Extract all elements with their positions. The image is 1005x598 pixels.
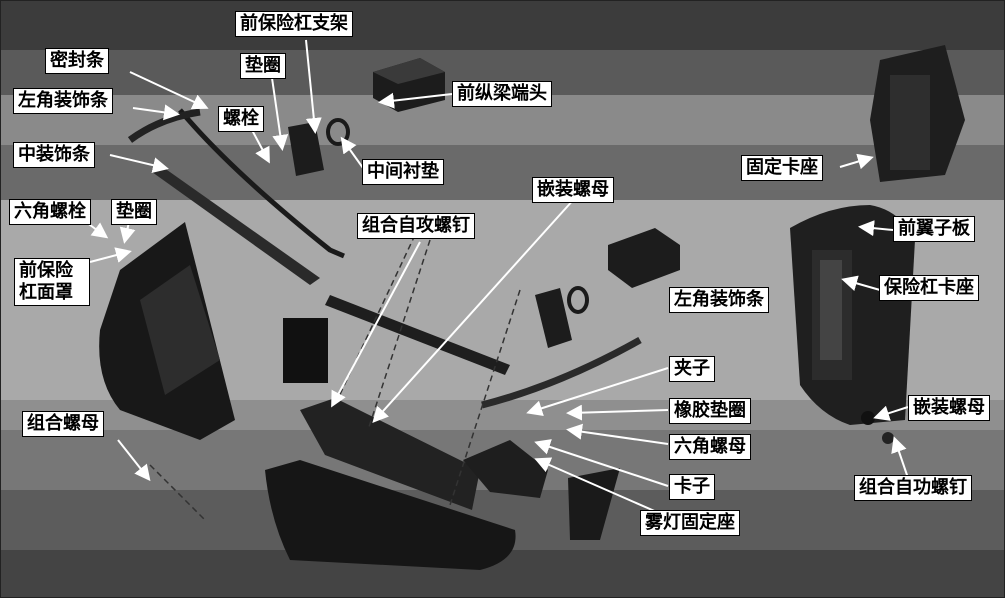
front-rail-end-part — [373, 58, 445, 112]
leader-lines — [85, 39, 909, 521]
label-front-bumper-cover: 前保险 杠面罩 — [14, 258, 90, 306]
front-fender-panel-part — [790, 205, 915, 425]
label-snap: 卡子 — [669, 474, 715, 500]
bg-band — [0, 0, 1005, 50]
label-fog-lamp-holder: 雾灯固定座 — [640, 510, 740, 536]
label-middle-pad: 中间衬垫 — [362, 159, 444, 185]
label-front-bumper-cover-line2: 杠面罩 — [19, 282, 73, 303]
label-left-corner-trim-top: 左角装饰条 — [13, 88, 113, 114]
label-clip: 夹子 — [669, 356, 715, 382]
combo-screw-part — [882, 432, 894, 444]
front-bumper-bracket-part — [288, 122, 324, 176]
label-insert-nut-right: 嵌装螺母 — [908, 395, 990, 421]
fixing-seat-part — [870, 45, 965, 182]
small-box-part — [608, 228, 680, 288]
fog-lamp-holder-part — [463, 440, 548, 498]
middle-pad-part — [326, 118, 350, 146]
label-seal-strip: 密封条 — [45, 48, 109, 74]
label-combo-tapping-screw: 组合自攻螺钉 — [357, 213, 475, 239]
front-bumper-cover-part — [99, 222, 235, 440]
label-left-corner-trim-right: 左角装饰条 — [669, 287, 769, 313]
label-hex-nut: 六角螺母 — [669, 434, 751, 460]
label-fixing-seat: 固定卡座 — [741, 155, 823, 181]
cover-piece-part — [568, 468, 620, 540]
label-front-rail-end: 前纵梁端头 — [452, 81, 552, 107]
label-combo-nut: 组合螺母 — [22, 411, 104, 437]
label-hex-bolt: 六角螺栓 — [9, 199, 91, 225]
bumper-reinforcement-part — [300, 398, 480, 510]
mid-bracket-part — [535, 288, 572, 348]
label-insert-nut-top: 嵌装螺母 — [532, 177, 614, 203]
middle-trim-part — [152, 165, 320, 285]
seal-strip-part — [178, 108, 345, 259]
label-rubber-washer: 橡胶垫圈 — [669, 398, 751, 424]
left-corner-trim-part — [127, 108, 201, 143]
assembly-lines — [149, 234, 521, 521]
label-front-bumper-bracket: 前保险杠支架 — [235, 11, 353, 37]
label-front-bumper-cover-line1: 前保险 — [19, 260, 73, 281]
label-washer-top: 垫圈 — [240, 53, 286, 79]
center-bar-part — [325, 295, 510, 375]
right-corner-trim-part — [481, 336, 642, 409]
mid-pad-part — [567, 286, 589, 314]
label-washer-left: 垫圈 — [111, 199, 157, 225]
lower-valance-part — [265, 460, 516, 570]
insert-nut-part — [861, 411, 875, 425]
label-bumper-mount: 保险杠卡座 — [879, 275, 979, 301]
label-middle-trim: 中装饰条 — [13, 142, 95, 168]
bracket-block-part — [283, 318, 328, 383]
label-combo-screw: 组合自功螺钉 — [854, 475, 972, 501]
label-front-fender-panel: 前翼子板 — [893, 216, 975, 242]
label-bolt: 螺栓 — [218, 106, 264, 132]
